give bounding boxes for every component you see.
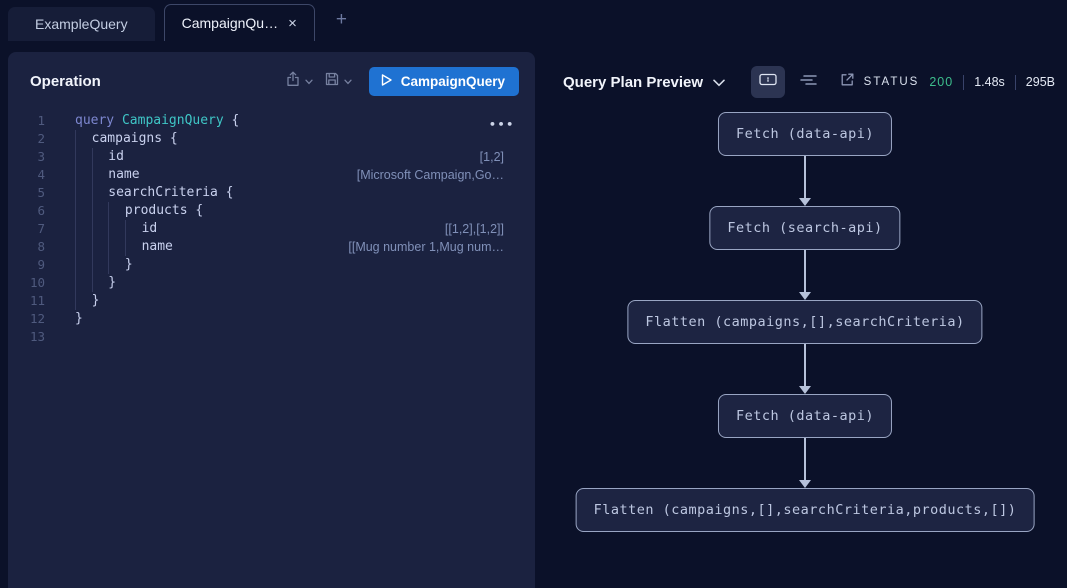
- play-icon: [380, 73, 393, 90]
- plan-node[interactable]: Flatten (campaigns,[],searchCriteria): [627, 300, 983, 344]
- tab-bar: ExampleQuery CampaignQu… × +: [0, 0, 1067, 41]
- diagram-view-icon: [759, 73, 777, 91]
- inline-value-hint: [[1,2],[1,2]]: [444, 222, 504, 236]
- new-tab-button[interactable]: +: [335, 9, 347, 30]
- status-bar: STATUS 200 1.48s 295B: [863, 74, 1055, 90]
- code-line: 11}: [29, 292, 100, 310]
- flow-arrowhead: [799, 386, 811, 394]
- query-plan-title-dropdown[interactable]: Query Plan Preview: [563, 74, 725, 91]
- share-icon: [285, 71, 301, 92]
- diagram-view-button[interactable]: [751, 66, 786, 98]
- save-icon: [324, 71, 340, 92]
- operation-title: Operation: [30, 73, 101, 90]
- tab-campaignquery[interactable]: CampaignQu… ×: [163, 4, 315, 41]
- query-plan-header: Query Plan Preview: [547, 52, 1067, 112]
- open-external-button[interactable]: [832, 65, 863, 99]
- plan-node[interactable]: Fetch (data-api): [717, 112, 893, 156]
- flow-arrowhead: [799, 292, 811, 300]
- divider: [963, 74, 965, 90]
- query-plan-flowchart: Fetch (data-api) Fetch (search-api) Flatte…: [547, 52, 1067, 588]
- inline-value-hint: [Microsoft Campaign,Go…: [356, 168, 504, 182]
- code-line: 9}: [37, 256, 133, 274]
- flow-arrowhead: [799, 480, 811, 488]
- run-query-label: CampaignQuery: [400, 74, 505, 89]
- operation-actions: CampaignQuery: [283, 67, 519, 96]
- flow-arrow: [804, 250, 806, 293]
- chevron-down-icon: [344, 79, 352, 85]
- inline-value-hint: [[Mug number 1,Mug num…: [348, 240, 504, 254]
- flow-arrow: [804, 156, 806, 199]
- operation-panel: Operation: [8, 52, 535, 588]
- flow-arrow: [804, 344, 806, 387]
- code-line: 10}: [29, 274, 117, 292]
- status-label: STATUS: [863, 76, 920, 88]
- text-view-icon: [800, 73, 817, 91]
- divider: [1014, 74, 1016, 90]
- tab-label: ExampleQuery: [35, 16, 128, 32]
- query-plan-title: Query Plan Preview: [563, 73, 704, 91]
- code-line: 12}: [29, 311, 83, 326]
- status-time: 1.48s: [974, 75, 1005, 89]
- status-code: 200: [929, 75, 954, 89]
- status-size: 295B: [1025, 75, 1055, 89]
- query-plan-panel: Query Plan Preview: [547, 52, 1067, 588]
- tab-label: CampaignQu…: [181, 15, 279, 31]
- chevron-down-icon: [305, 79, 313, 85]
- tab-examplequery[interactable]: ExampleQuery: [8, 7, 155, 41]
- view-toggle-group: [751, 65, 863, 99]
- flow-arrowhead: [799, 198, 811, 206]
- run-query-button[interactable]: CampaignQuery: [368, 67, 519, 96]
- close-icon[interactable]: ×: [288, 14, 297, 32]
- share-button[interactable]: [283, 69, 315, 94]
- chevron-down-icon: [713, 74, 725, 91]
- operation-panel-header: Operation: [8, 52, 535, 105]
- code-line: 13: [29, 329, 45, 344]
- save-button[interactable]: [322, 69, 354, 94]
- text-view-button[interactable]: [792, 66, 825, 98]
- flow-arrow: [804, 438, 806, 481]
- ellipsis-menu-icon[interactable]: •••: [489, 118, 515, 131]
- plan-node[interactable]: Fetch (search-api): [709, 206, 901, 250]
- inline-value-hint: [1,2]: [479, 150, 504, 164]
- plan-node[interactable]: Fetch (data-api): [717, 394, 893, 438]
- open-external-icon: [840, 72, 855, 92]
- plan-node[interactable]: Flatten (campaigns,[],searchCriteria,pro…: [575, 488, 1035, 532]
